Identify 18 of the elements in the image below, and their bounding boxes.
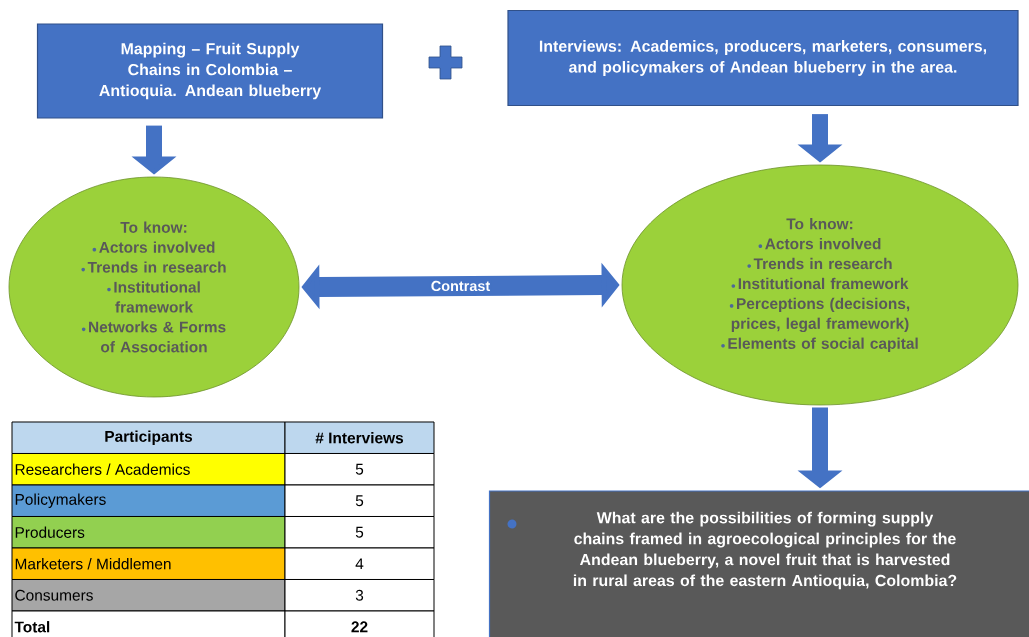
table-cell: Researchers / Academics	[11, 453, 286, 486]
process-box: Interviews: Academics, producers, marketers, consumers, and policymakers of Andean blueberry in the area.	[507, 9, 1019, 107]
table-cell: # Interviews	[284, 421, 435, 454]
table-cell: 22	[284, 610, 435, 637]
table-cell: 3	[284, 579, 435, 612]
table-cell: Total	[11, 610, 286, 637]
table-cell: Policymakers	[11, 484, 286, 517]
table-cell: 4	[284, 547, 435, 580]
table-cell: Producers	[11, 516, 286, 549]
table-cell: 5	[284, 516, 435, 549]
table-cell: Participants	[11, 421, 286, 454]
table-cell: Consumers	[11, 579, 286, 612]
process-box: Mapping – Fruit Supply Chains in Colombia – Antioquia. Andean blueberry	[36, 23, 384, 119]
question-box: What are the possibilities of forming supply chains framed in agroecological principles for the Andean blueberry, a novel fruit that is harvested in rural areas of the eastern Antioquia, Colombia?	[488, 490, 1029, 637]
table-cell: 5	[284, 484, 435, 517]
table-cell: Marketers / Middlemen	[11, 547, 286, 580]
edge-label: Contrast	[431, 280, 491, 292]
table-cell: 5	[284, 453, 435, 486]
